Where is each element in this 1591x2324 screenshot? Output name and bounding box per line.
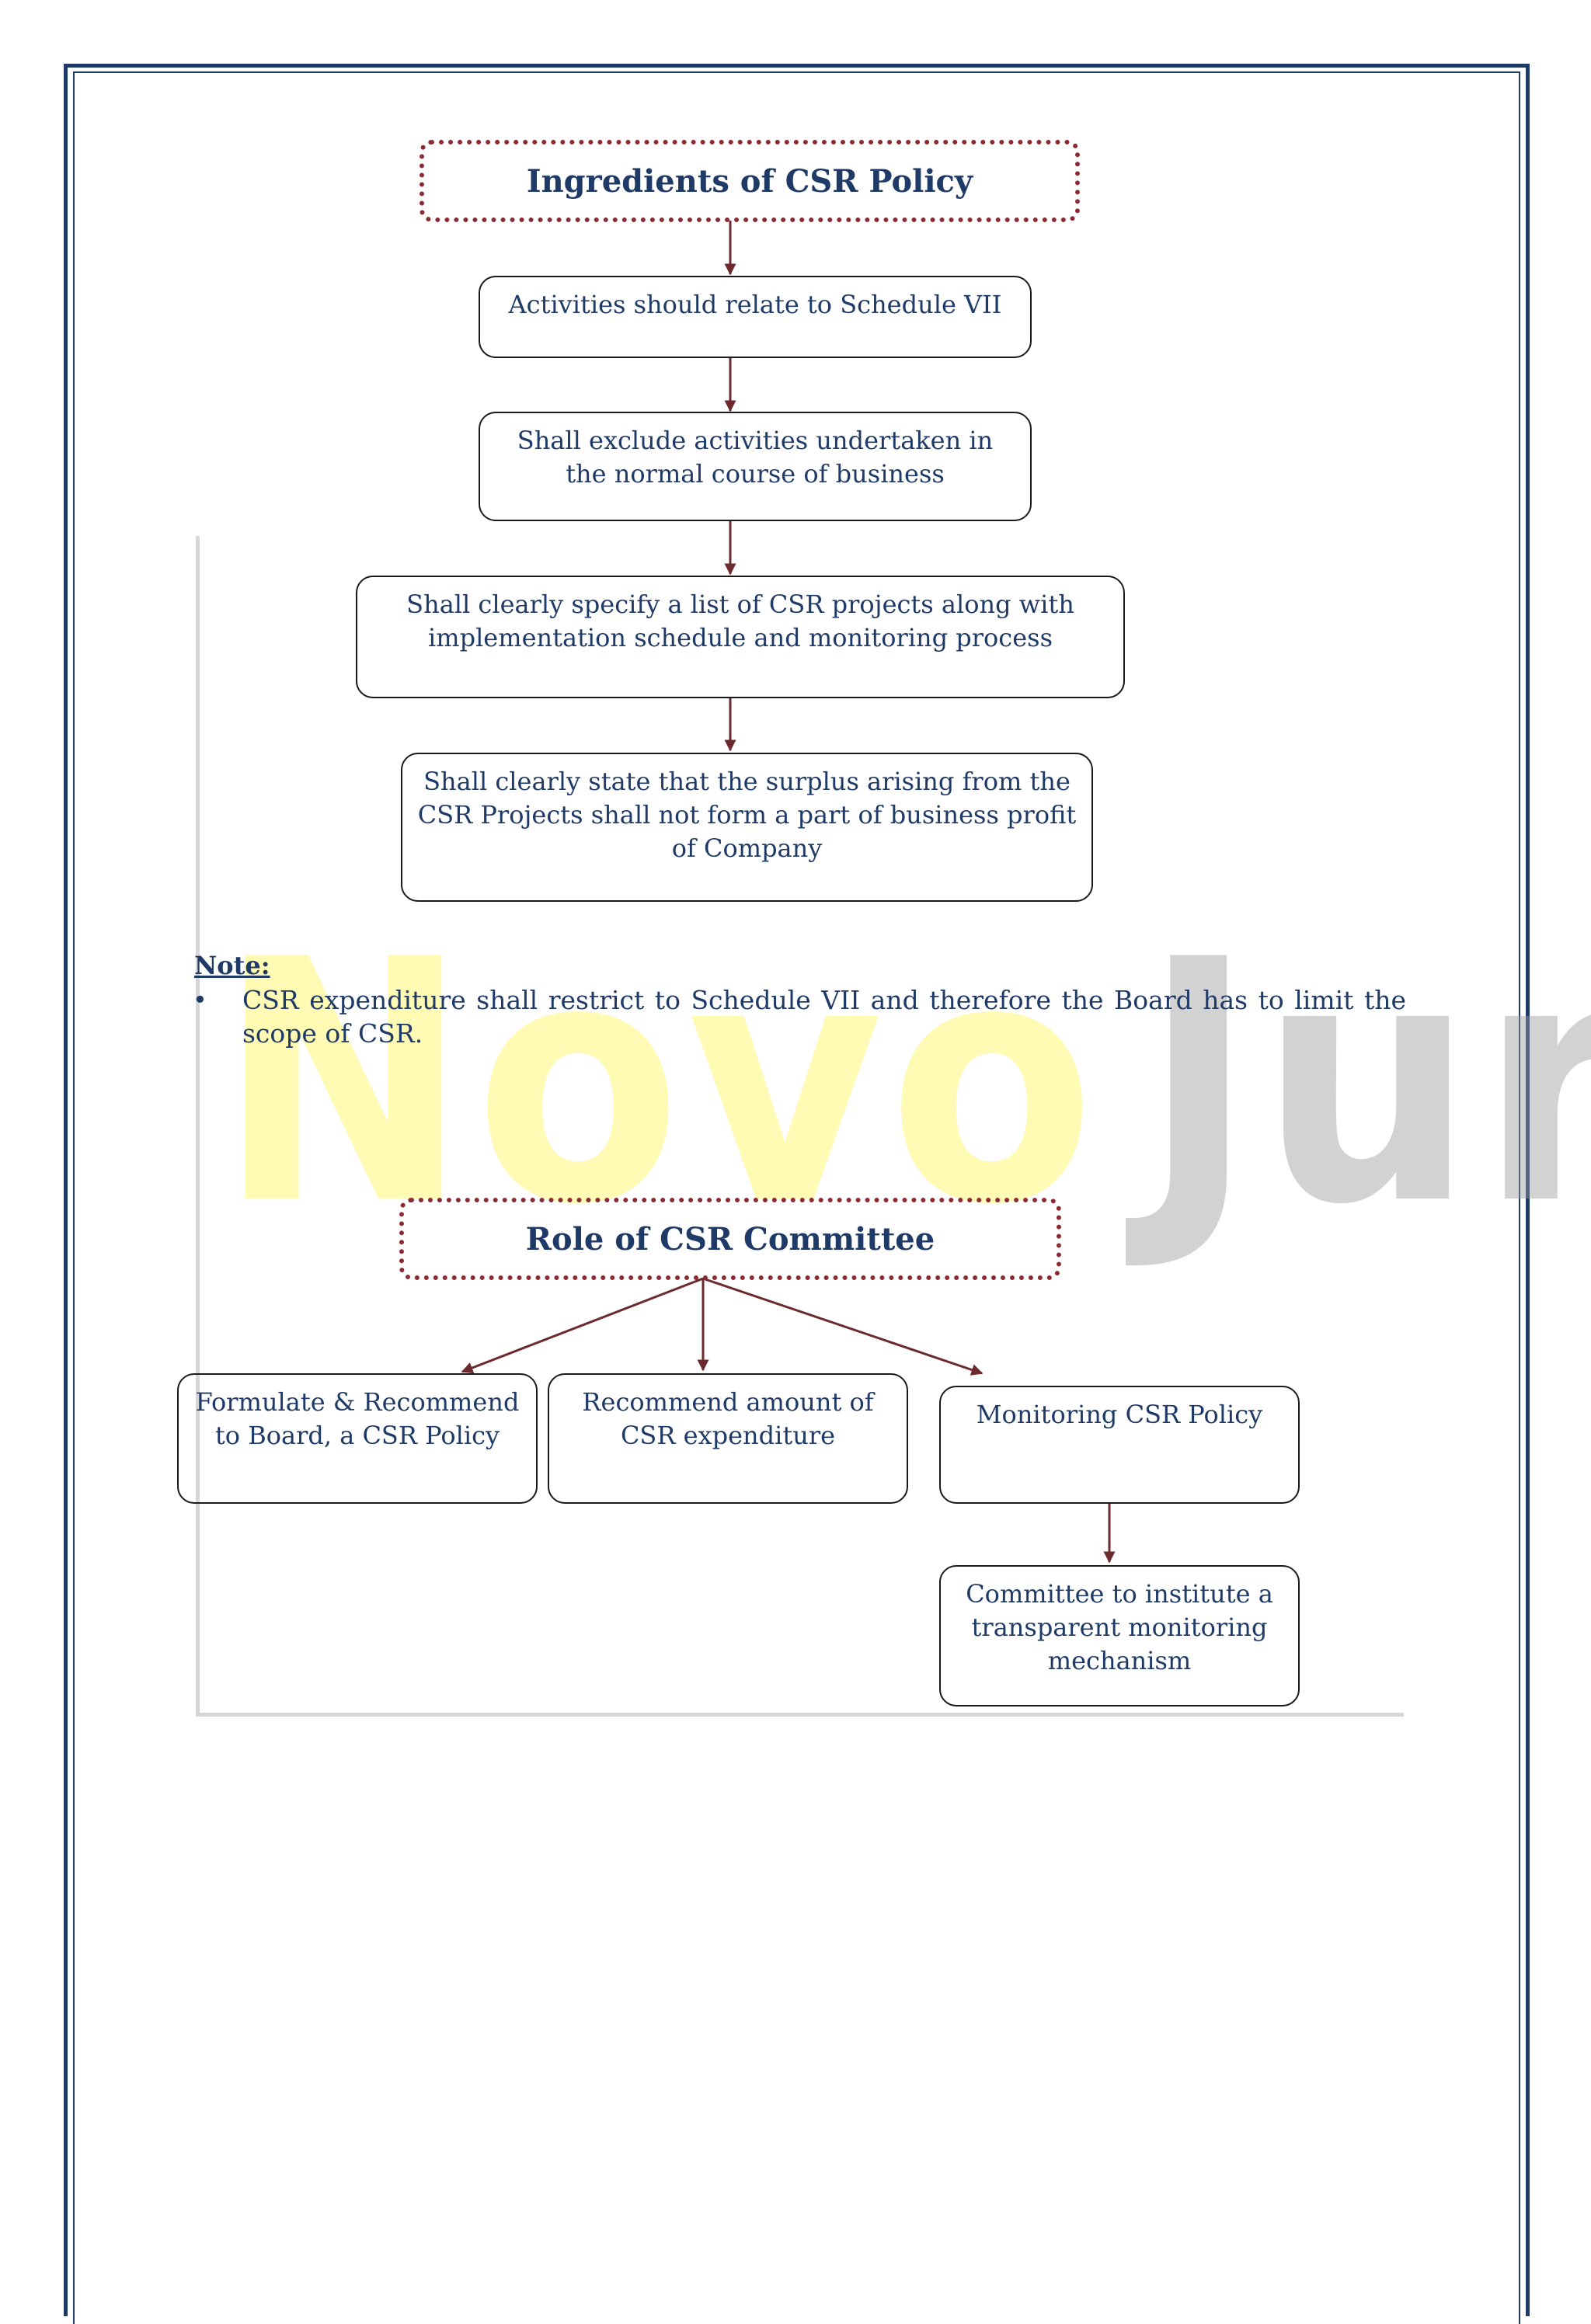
policy-step-1-text: Activities should relate to Schedule VII <box>508 290 1002 319</box>
committee-role-2-text: Recommend amount of CSR expenditure <box>582 1387 874 1450</box>
policy-title-box: Ingredients of CSR Policy <box>420 140 1080 222</box>
arrow-committee-to-role-1 <box>461 1277 704 1374</box>
note-label: Note: <box>194 951 270 980</box>
policy-step-3-text: Shall clearly specify a list of CSR proj… <box>406 590 1074 652</box>
committee-role-1-text: Formulate & Recommend to Board, a CSR Po… <box>195 1387 520 1450</box>
watermark-logo: NovoJuris <box>218 917 1591 1352</box>
note-bullet: • <box>193 985 207 1014</box>
policy-step-1: Activities should relate to Schedule VII <box>479 276 1032 358</box>
committee-title-box: Role of CSR Committee <box>399 1198 1061 1280</box>
policy-step-2: Shall exclude activities undertaken in t… <box>479 412 1032 521</box>
committee-role-3: Monitoring CSR Policy <box>939 1386 1300 1504</box>
note-text: CSR expenditure shall restrict to Schedu… <box>242 985 1406 1049</box>
committee-sub-role-text: Committee to institute a transparent mon… <box>966 1579 1273 1675</box>
policy-title: Ingredients of CSR Policy <box>526 162 973 200</box>
page-border-inner <box>73 71 1520 2324</box>
committee-role-3-text: Monitoring CSR Policy <box>976 1400 1263 1429</box>
committee-sub-role: Committee to institute a transparent mon… <box>939 1565 1300 1706</box>
committee-role-1: Formulate & Recommend to Board, a CSR Po… <box>177 1373 538 1504</box>
policy-step-3: Shall clearly specify a list of CSR proj… <box>356 576 1125 698</box>
policy-step-4-text: Shall clearly state that the surplus ari… <box>417 767 1077 863</box>
policy-step-2-text: Shall exclude activities undertaken in t… <box>517 426 994 489</box>
committee-title: Role of CSR Committee <box>525 1220 935 1258</box>
watermark-part-2: Juris <box>1142 889 1591 1278</box>
committee-role-2: Recommend amount of CSR expenditure <box>548 1373 908 1504</box>
policy-step-4: Shall clearly state that the surplus ari… <box>401 753 1093 902</box>
arrow-committee-to-role-3 <box>702 1277 983 1376</box>
watermark-part-1: Novo <box>218 889 1101 1278</box>
watermark-frame <box>196 536 1404 1717</box>
connector-arrows <box>461 221 1116 1564</box>
page-border-outer <box>64 64 1530 2316</box>
